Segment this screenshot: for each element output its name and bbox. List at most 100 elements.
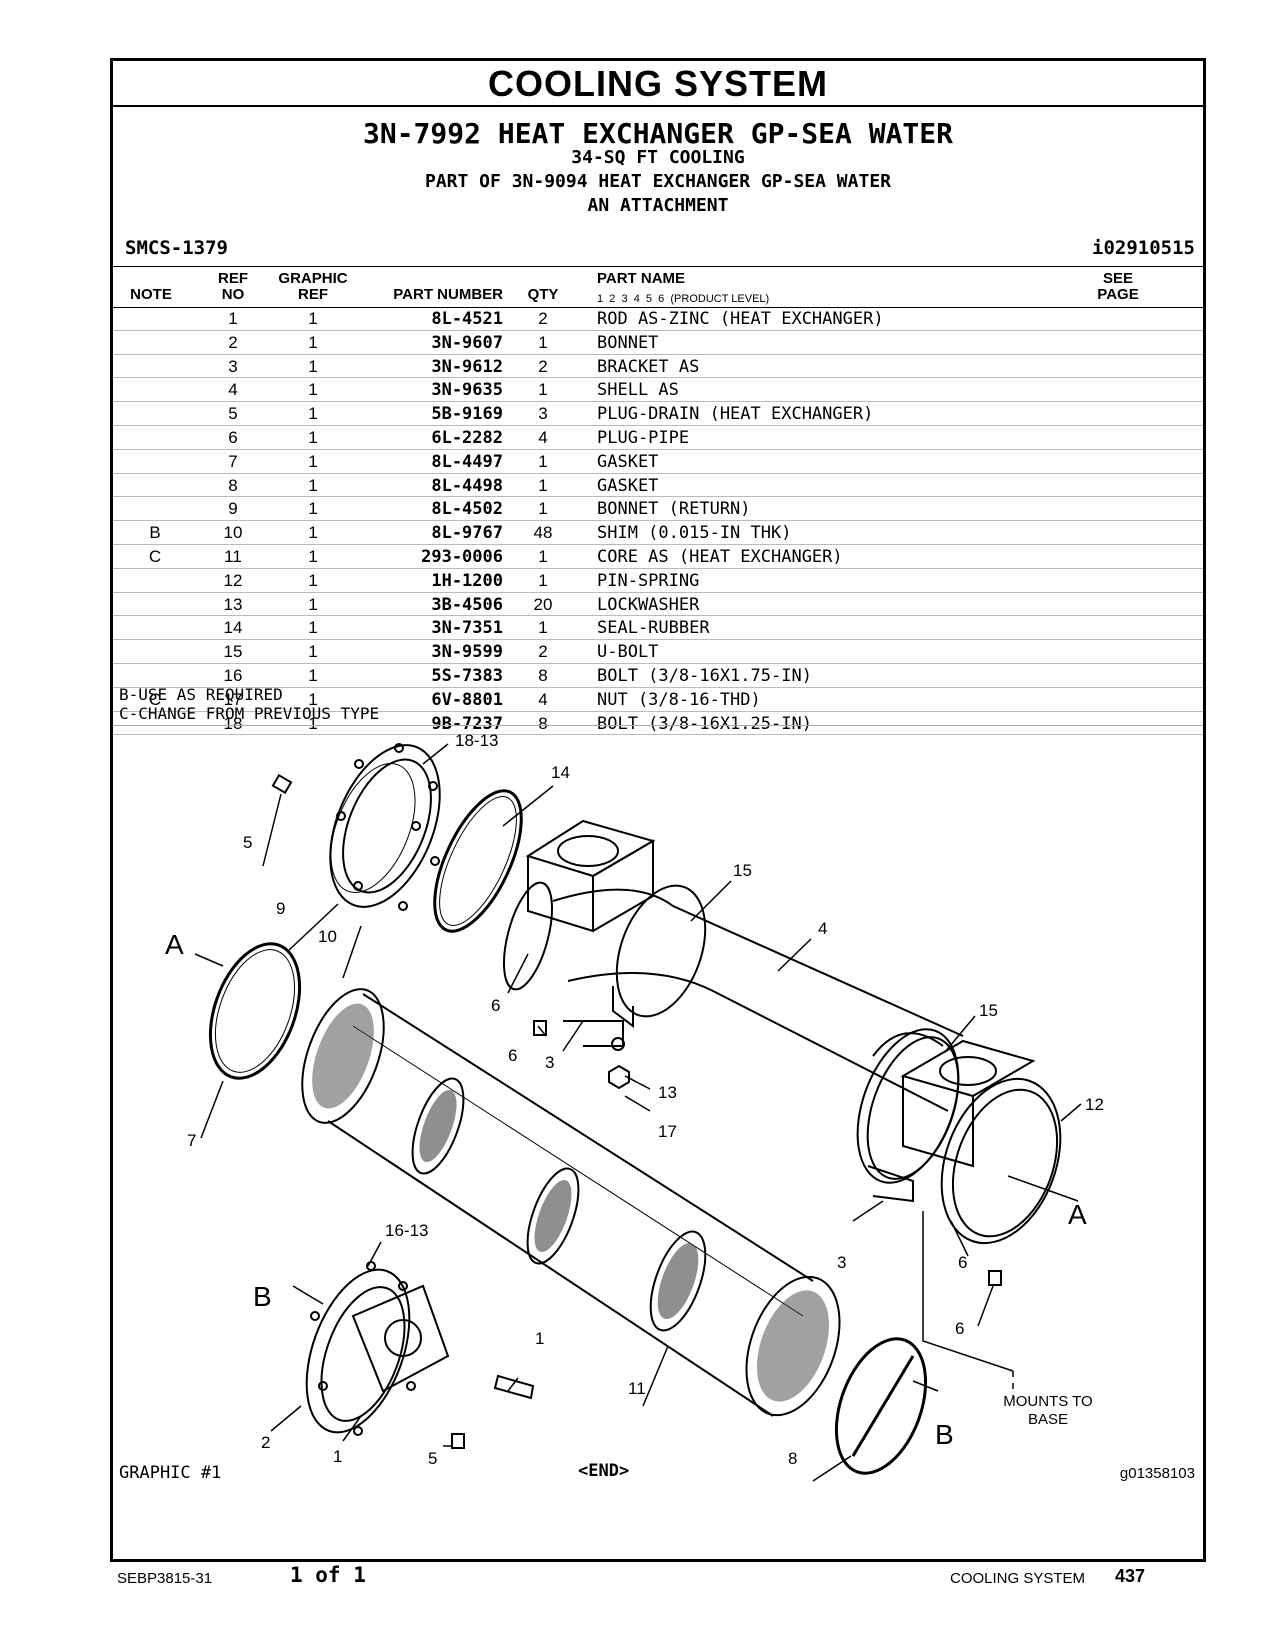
- row-graphic-ref: 1: [308, 618, 318, 638]
- row-ref-no: 7: [228, 451, 238, 471]
- header-ref-2: NO: [221, 286, 245, 303]
- row-part-number: 1H-1200: [431, 570, 503, 591]
- callout-a-left: A: [165, 929, 184, 960]
- callout-15-top: 15: [733, 861, 752, 880]
- smcs-code: SMCS-1379: [125, 237, 228, 259]
- row-ref-no: 1: [228, 309, 238, 328]
- row-graphic-ref: 1: [308, 689, 318, 709]
- row-ref-no: 12: [223, 570, 243, 590]
- row-ref-no: 15: [223, 642, 243, 662]
- row-part-name: SHIM (0.015-IN THK): [597, 523, 792, 544]
- row-part-name: LOCKWASHER: [597, 594, 700, 615]
- row-part-name: PIN-SPRING: [597, 570, 700, 591]
- callout-9: 9: [276, 899, 285, 918]
- shell-assembly: [503, 819, 1062, 1245]
- callout-14: 14: [551, 763, 570, 782]
- callout-18-13: 18-13: [455, 731, 498, 750]
- core-assembly: [301, 988, 841, 1417]
- row-part-number: 8L-4497: [431, 451, 503, 472]
- callout-11: 11: [628, 1379, 646, 1398]
- row-qty: 1: [538, 451, 548, 471]
- row-note: C: [148, 689, 162, 709]
- row-ref-no: 3: [228, 356, 238, 376]
- callout-b-right: B: [935, 1419, 954, 1450]
- row-graphic-ref: 1: [308, 499, 318, 519]
- row-part-name: GASKET: [597, 475, 659, 496]
- subtitle-attachment: AN ATTACHMENT: [587, 195, 729, 216]
- header-ref-1: REF: [218, 270, 248, 287]
- callout-5-top: 5: [243, 833, 252, 852]
- row-part-number: 8L-4502: [431, 499, 503, 520]
- footer-doc-id: SEBP3815-31: [117, 1570, 213, 1587]
- callout-a-right: A: [1068, 1199, 1087, 1230]
- callout-6-a: 6: [491, 996, 500, 1015]
- row-qty: 8: [538, 713, 548, 733]
- row-graphic-ref: 1: [308, 570, 318, 590]
- row-ref-no: 10: [223, 523, 243, 543]
- row-part-number: 3B-4506: [431, 594, 503, 615]
- row-graphic-ref: 1: [308, 427, 318, 447]
- row-part-number: 8L-4498: [431, 475, 503, 496]
- row-qty: 2: [538, 642, 548, 662]
- row-qty: 1: [538, 380, 548, 400]
- header-see-2: PAGE: [1097, 286, 1139, 303]
- notes-block: B-USE AS REQUIRED C-CHANGE FROM PREVIOUS…: [119, 685, 379, 723]
- header-graphic-2: REF: [298, 286, 328, 303]
- row-part-name: SHELL AS: [597, 380, 679, 401]
- row-graphic-ref: 1: [308, 475, 318, 495]
- row-qty: 8: [538, 665, 548, 685]
- row-part-name: U-BOLT: [597, 642, 659, 663]
- row-ref-no: 14: [223, 618, 243, 638]
- row-part-name: BOLT (3/8-16X1.25-IN): [597, 713, 812, 734]
- row-graphic-ref: 1: [308, 642, 318, 662]
- illustration-id: i02910515: [1092, 237, 1195, 259]
- row-part-name: CORE AS (HEAT EXCHANGER): [597, 546, 843, 567]
- callout-17: 17: [658, 1122, 677, 1141]
- row-ref-no: 16: [223, 665, 243, 685]
- callout-5-bottom: 5: [428, 1449, 437, 1468]
- graphic-id: g01358103: [1119, 1465, 1195, 1482]
- row-part-number: 6L-2282: [431, 427, 503, 448]
- row-part-name: SEAL-RUBBER: [597, 618, 710, 639]
- row-part-number: 5B-9169: [431, 404, 503, 425]
- row-graphic-ref: 1: [308, 380, 318, 400]
- callout-13: 13: [658, 1083, 677, 1102]
- row-part-number: 5S-7383: [431, 665, 503, 686]
- row-graphic-ref: 1: [308, 332, 318, 352]
- callout-10: 10: [318, 927, 337, 946]
- row-qty: 1: [538, 618, 548, 638]
- row-graphic-ref: 1: [308, 309, 318, 328]
- row-qty: 1: [538, 546, 548, 566]
- footer-section: COOLING SYSTEM: [950, 1570, 1086, 1587]
- row-ref-no: 8: [228, 475, 238, 495]
- header-see-1: SEE: [1102, 270, 1133, 287]
- callout-6-d: 6: [955, 1319, 964, 1338]
- callout-2: 2: [261, 1433, 270, 1452]
- callout-6-c: 6: [958, 1253, 967, 1272]
- row-graphic-ref: 1: [308, 404, 318, 424]
- callout-12: 12: [1085, 1095, 1104, 1114]
- section-title: COOLING SYSTEM: [113, 61, 1203, 107]
- callout-8: 8: [788, 1449, 797, 1468]
- callout-15-right: 15: [979, 1001, 998, 1020]
- row-part-name: PLUG-DRAIN (HEAT EXCHANGER): [597, 404, 874, 425]
- row-part-number: 3N-9612: [431, 356, 503, 377]
- return-bonnet: [329, 743, 441, 911]
- exploded-view-drawing: 18-13 14 5 9 10 15 4 6 A 15 6 3 13 17 12…: [165, 731, 1104, 1482]
- row-ref-no: 2: [228, 332, 238, 352]
- footer-page-number: 437: [1115, 1566, 1146, 1586]
- row-note: C: [148, 546, 162, 566]
- row-part-name: BRACKET AS: [597, 356, 700, 377]
- header-qty: QTY: [527, 286, 559, 303]
- callout-1-a: 1: [535, 1329, 544, 1348]
- row-ref-no: 9: [228, 499, 238, 519]
